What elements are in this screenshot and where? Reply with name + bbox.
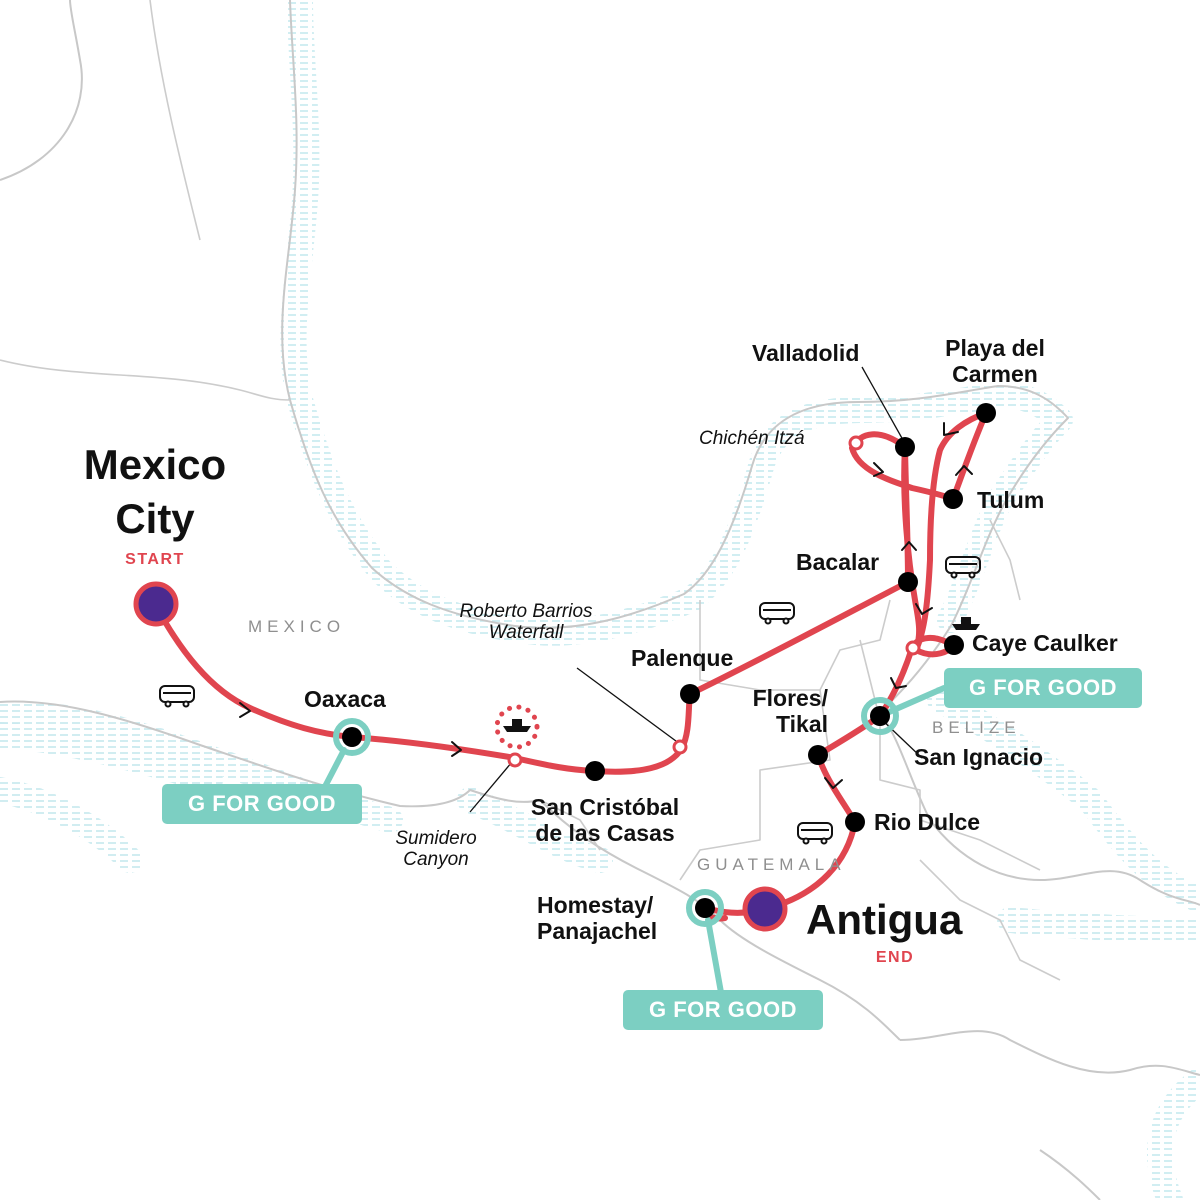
stop-dot-san-cristobal [585, 761, 605, 781]
country-label-belize: BELIZE [932, 718, 1021, 737]
direction-arrows [239, 422, 973, 789]
g-for-good-rings [333, 697, 899, 927]
stop-dot-valladolid [895, 437, 915, 457]
stop-dot-oaxaca [342, 727, 362, 747]
bus-icon [759, 602, 795, 625]
stop-dot-tulum [943, 489, 963, 509]
sight-label-sumidero-line2: Canyon [403, 849, 469, 871]
stop-label-san-cristobal-line2: de las Casas [535, 819, 675, 846]
bus-icon [159, 685, 195, 708]
stop-label-homestay-line2: Panajachel [537, 917, 658, 944]
stop-dot-bacalar [898, 572, 918, 592]
g-for-good-badge-homestay: G FOR GOOD [623, 990, 823, 1030]
leader-lines [469, 366, 923, 813]
bus-icon [945, 556, 981, 579]
stop-label-san-ignacio: San Ignacio [914, 744, 1044, 770]
stop-label-bacalar: Bacalar [796, 549, 880, 575]
start-city-label: Mexico City [60, 438, 250, 546]
stop-dot-caye-caulker [944, 635, 964, 655]
country-label-mexico: MEXICO [248, 617, 346, 636]
stop-label-palenque: Palenque [631, 645, 734, 671]
start-city-line1: Mexico [83, 441, 227, 488]
start-marker [133, 581, 179, 627]
stop-label-san-cristobal-line1: San Cristóbal [530, 794, 680, 820]
start-city-line2: City [115, 494, 195, 542]
sight-label-roberto-line1: Roberto Barrios [459, 601, 593, 622]
stop-dot-palenque [680, 684, 700, 704]
stop-label-valladolid: Valladolid [752, 340, 860, 366]
stop-label-san-cristobal: San Cristóbal de las Casas [510, 794, 700, 847]
sight-label-roberto-line2: Waterfall [488, 622, 564, 644]
stop-label-caye-caulker: Caye Caulker [972, 630, 1118, 656]
sight-label-sumidero-canyon: Sumidero Canyon [378, 828, 494, 871]
stop-dot-rio-dulce [845, 812, 865, 832]
boat-icon [503, 719, 531, 732]
end-tag: END [875, 949, 915, 966]
stop-label-playa-del-carmen: Playa del Carmen [922, 335, 1068, 388]
g-for-good-badge-san-ignacio: G FOR GOOD [944, 668, 1142, 708]
stop-dot-homestay [695, 898, 715, 918]
stop-label-flores-line1: Flores/ [752, 685, 828, 711]
stop-dot-playa [976, 403, 996, 423]
end-city-label: Antigua [806, 896, 963, 943]
stop-label-tulum: Tulum [977, 487, 1045, 513]
stop-dot-flores [808, 745, 828, 765]
stop-dot-san-ignacio [870, 706, 890, 726]
stop-label-playa-line1: Playa del [945, 335, 1045, 361]
stop-label-flores-line2: Tikal [776, 710, 828, 737]
end-marker [742, 886, 788, 932]
stop-label-playa-line2: Carmen [952, 360, 1038, 387]
country-label-guatemala: GUATEMALA [697, 855, 846, 874]
stop-markers [342, 403, 996, 918]
sumidero-dotted-ring [494, 704, 540, 750]
boat-icon [952, 617, 980, 630]
sight-label-sumidero-line1: Sumidero [395, 828, 477, 849]
bus-icon [797, 822, 833, 845]
stop-label-homestay-line1: Homestay/ [537, 892, 654, 918]
country-borders [0, 0, 1061, 981]
stop-label-flores-tikal: Flores/ Tikal [730, 685, 828, 738]
sight-markers [507, 435, 921, 768]
stop-label-oaxaca: Oaxaca [304, 686, 386, 712]
sight-label-chichen-itza: Chichén Itzá [699, 428, 805, 449]
stop-label-rio-dulce: Rio Dulce [874, 809, 981, 835]
start-tag: START [125, 551, 185, 568]
sight-label-roberto-barrios: Roberto Barrios Waterfall [438, 601, 614, 644]
g-for-good-badge-oaxaca: G FOR GOOD [162, 784, 362, 824]
stop-label-homestay-panajachel: Homestay/ Panajachel [537, 892, 658, 945]
